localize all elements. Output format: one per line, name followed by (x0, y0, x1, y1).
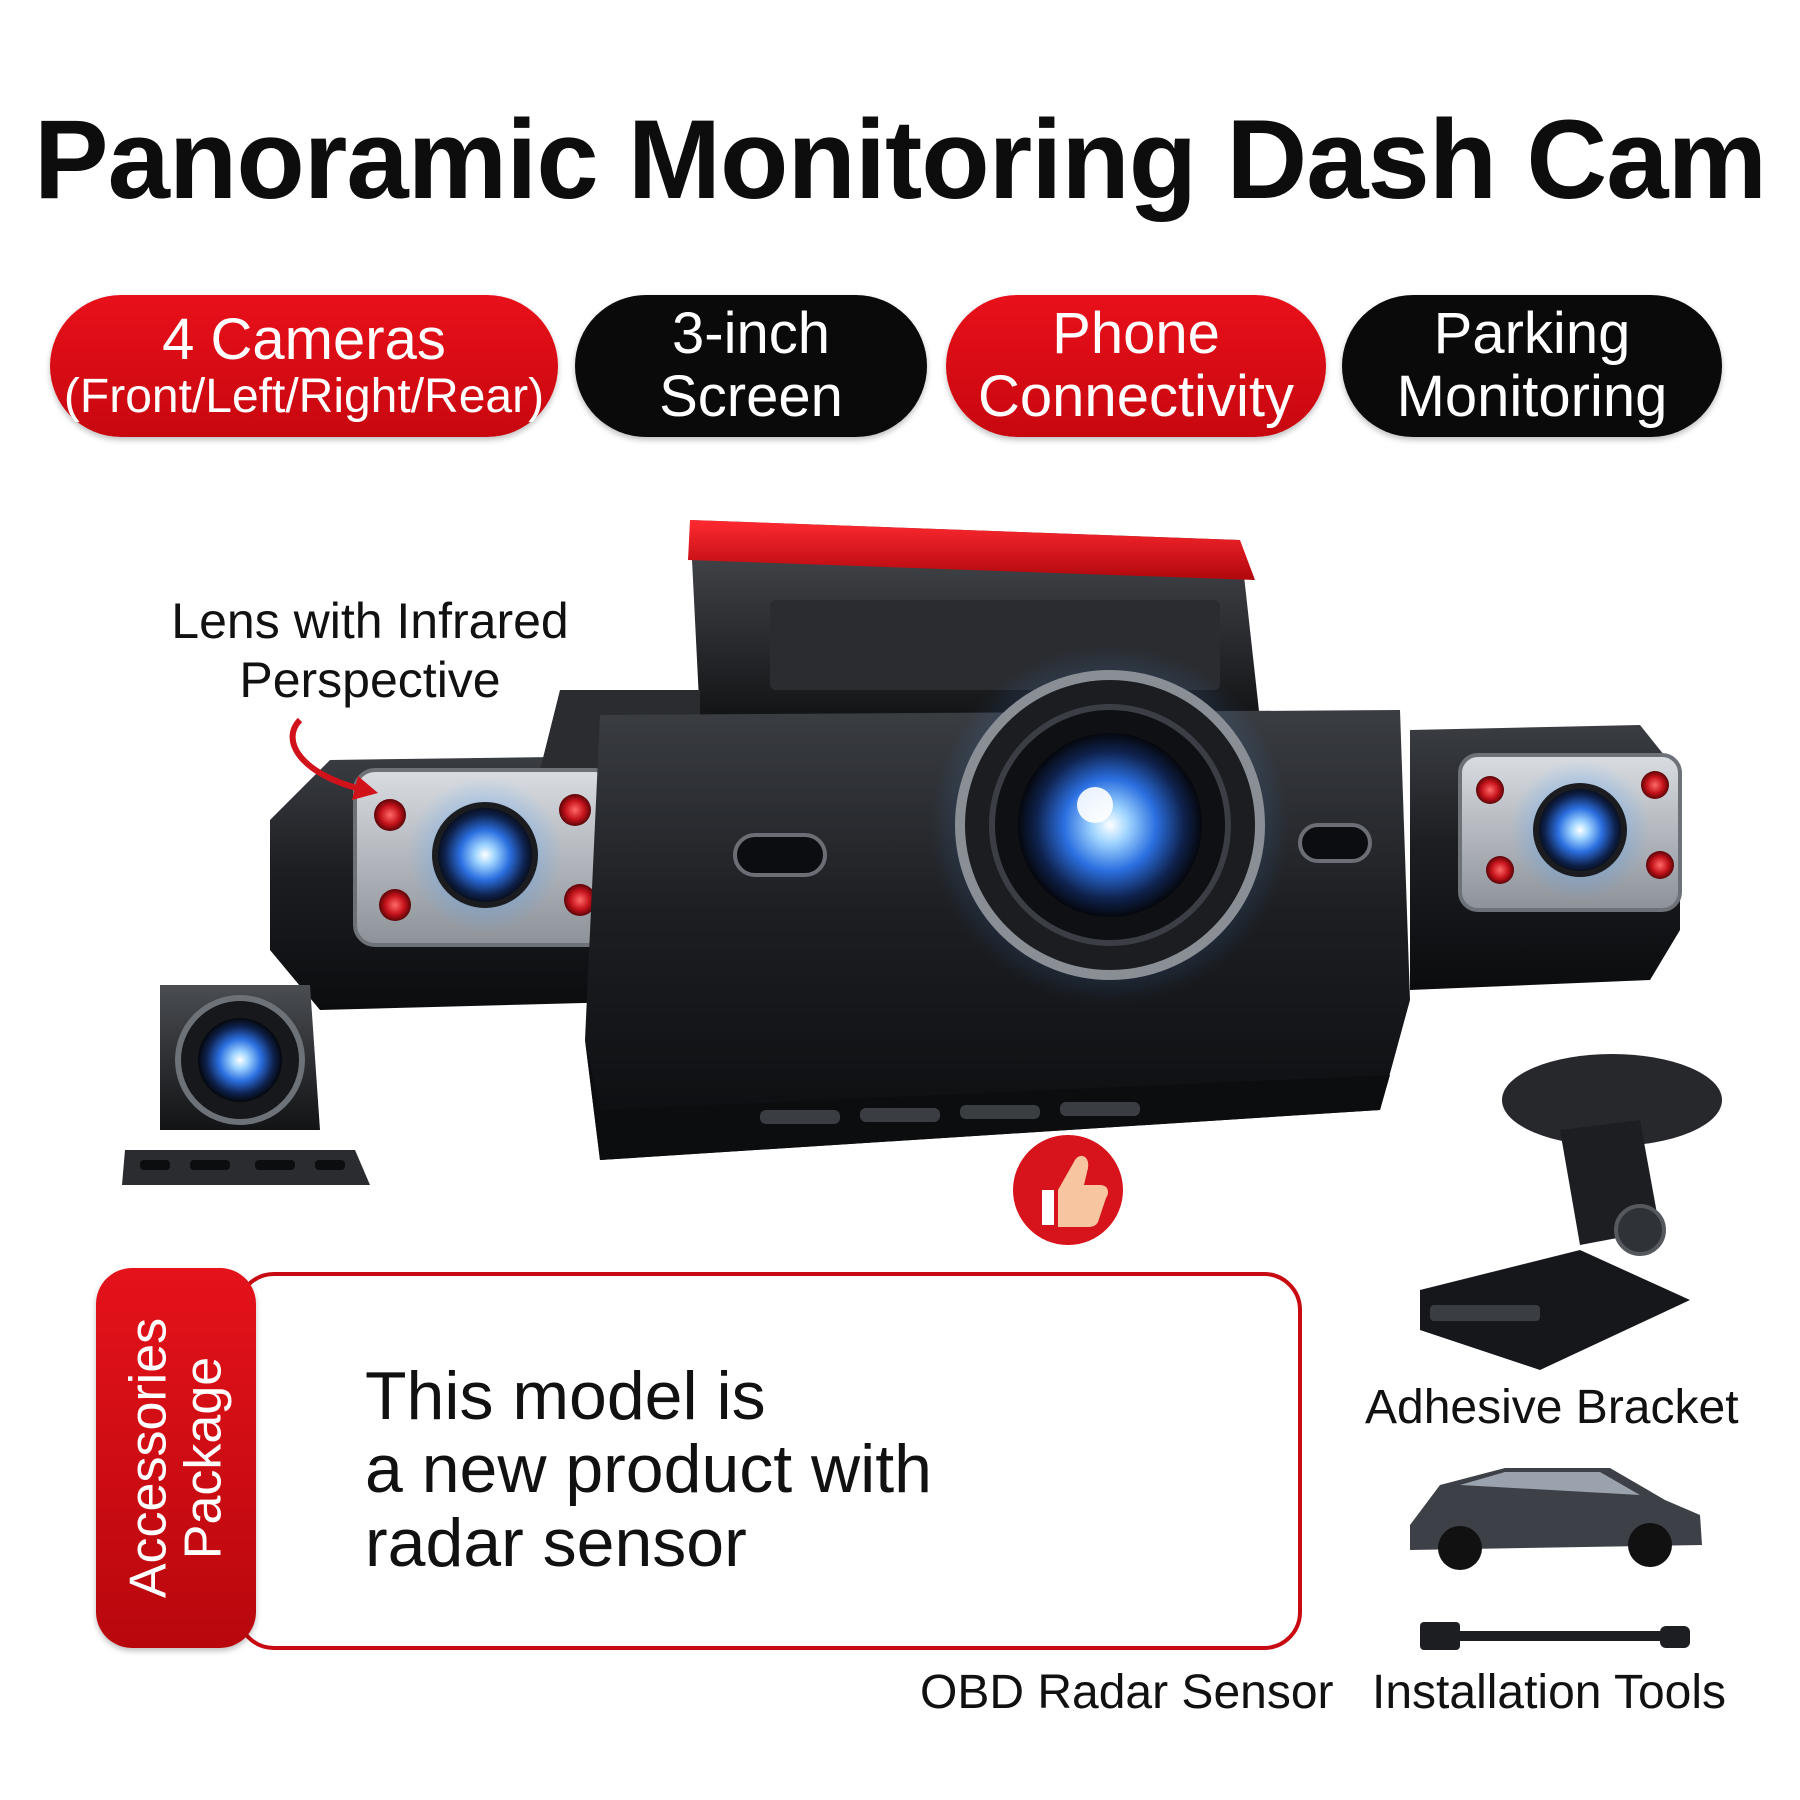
obd-radar-sensor-label: OBD Radar Sensor (920, 1666, 1334, 1719)
accessories-description-line3: radar sensor (365, 1504, 747, 1581)
feature-pill-screen-line1: 3-inch (672, 301, 830, 367)
feature-pill-phone-line1: Phone (1052, 301, 1220, 367)
accessories-box (236, 1272, 1302, 1650)
feature-pill-screen: 3-inch Screen (575, 295, 927, 437)
arrow-icon (289, 717, 366, 793)
feature-pill-parking-line2: Monitoring (1396, 364, 1668, 429)
installation-tools-label: Installation Tools (1372, 1666, 1726, 1719)
accessories-tab: Accessories Package (96, 1268, 256, 1648)
mount-block (688, 520, 1260, 720)
thumbs-up-icon (1013, 1135, 1123, 1245)
lens-callout: Lens with Infrared Perspective (150, 592, 590, 710)
feature-pill-cameras: 4 Cameras (Front/Left/Right/Rear) (50, 295, 558, 437)
feature-pill-phone: Phone Connectivity (946, 295, 1326, 437)
installation-tools-image (1420, 1622, 1690, 1650)
rear-camera (122, 985, 370, 1185)
feature-pill-parking: Parking Monitoring (1342, 295, 1722, 437)
adhesive-bracket-label: Adhesive Bracket (1365, 1381, 1739, 1434)
feature-pill-screen-line2: Screen (659, 364, 843, 429)
arrow-head-icon (352, 776, 378, 800)
accessories-tab-line1: Accessories (119, 1317, 178, 1599)
feature-pill-parking-line1: Parking (1433, 301, 1631, 367)
feature-pill-cameras-line2: (Front/Left/Right/Rear) (63, 370, 545, 424)
page-title: Panoramic Monitoring Dash Cam (33, 97, 1767, 222)
feature-pill-phone-line2: Connectivity (978, 364, 1294, 429)
accessories-tab-line2: Package (174, 1356, 232, 1560)
lens-callout-line1: Lens with Infrared (171, 593, 569, 649)
accessories-tab-label: Accessories Package (119, 1317, 232, 1599)
accessories-description-line2: a new product with (365, 1431, 932, 1508)
lens-callout-line2: Perspective (239, 652, 501, 708)
front-lens (930, 645, 1290, 1005)
right-camera-module (1410, 725, 1682, 990)
adhesive-bracket-image (1420, 1054, 1722, 1370)
feature-pill-cameras-line1: 4 Cameras (162, 306, 446, 372)
accessories-description-line1: This model is (365, 1358, 766, 1434)
car-image (1410, 1468, 1702, 1570)
accessories-description: This model is a new product with radar s… (365, 1358, 965, 1581)
